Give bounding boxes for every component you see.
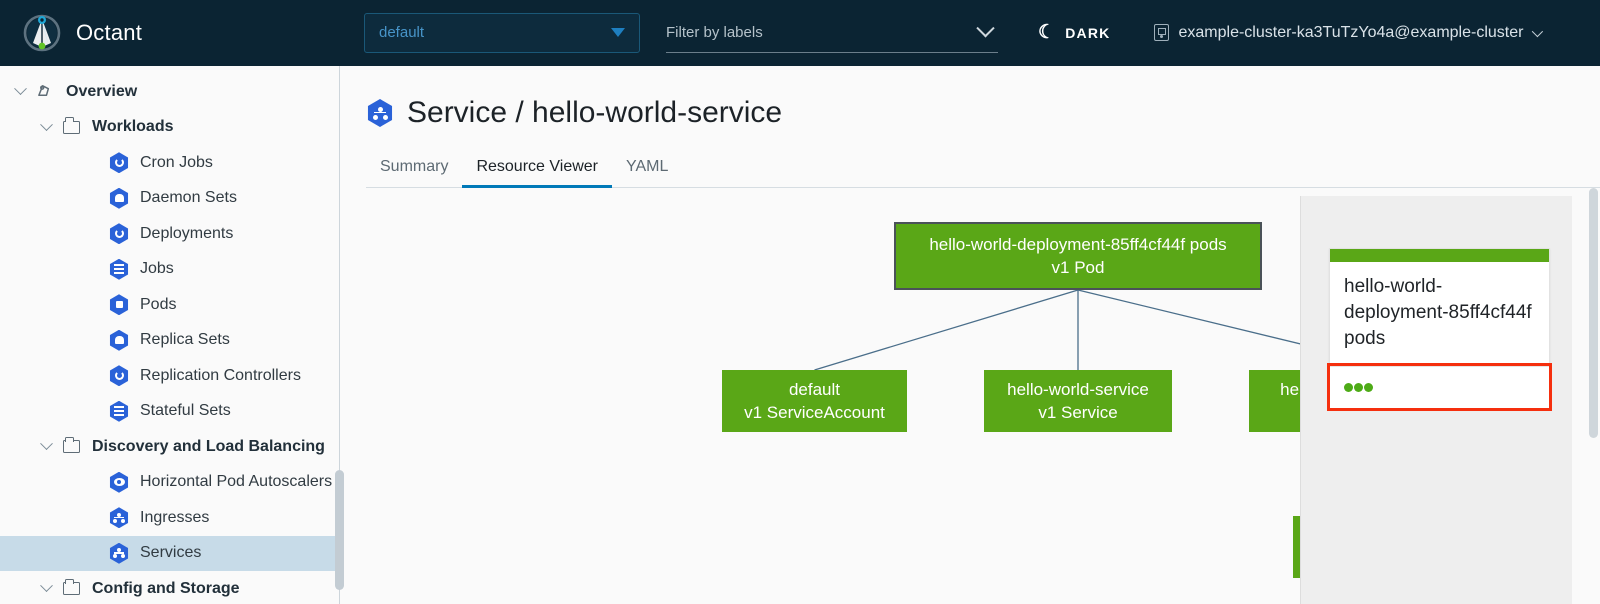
deployment-icon [106, 223, 132, 245]
tab-resource-viewer[interactable]: Resource Viewer [462, 152, 612, 188]
job-icon [106, 258, 132, 280]
sidebar-item-replication-controllers[interactable]: Replication Controllers [0, 358, 339, 394]
sidebar-item-overview[interactable]: Overview [0, 74, 339, 110]
main-scrollbar-track[interactable] [1586, 188, 1600, 604]
sidebar-item-label: Discovery and Load Balancing [92, 437, 325, 455]
sidebar-item-label: Replication Controllers [140, 366, 301, 384]
label-filter-input[interactable]: Filter by labels [666, 13, 998, 53]
sidebar-item-label: Ingresses [140, 508, 210, 526]
service-icon [106, 542, 132, 564]
graph-node-kind: v1 Pod [1051, 258, 1105, 277]
top-header: Octant default Filter by labels ☾ DARK e… [0, 0, 1600, 66]
detail-card[interactable]: hello-world-deployment-85ff4cf44f pods [1327, 248, 1552, 411]
main-scrollbar-thumb[interactable] [1589, 188, 1598, 438]
chevron-down-icon [976, 18, 995, 37]
graph-node-sa[interactable]: default v1 ServiceAccount [722, 370, 907, 432]
cluster-label: example-cluster-ka3TuTzYo4a@example-clus… [1178, 23, 1524, 41]
pod-icon [106, 294, 132, 316]
sidebar-item-label: Cron Jobs [140, 153, 213, 171]
tab-summary[interactable]: Summary [380, 158, 449, 175]
resource-graph[interactable]: hello-world-deployment-85ff4cf44f pods v1… [366, 196, 1567, 604]
sidebar-item-stateful-sets[interactable]: Stateful Sets [0, 394, 339, 430]
moon-icon: ☾ [1038, 22, 1057, 43]
theme-toggle-label: DARK [1065, 24, 1111, 41]
chevron-down-icon[interactable] [34, 118, 58, 132]
chevron-down-icon[interactable] [8, 82, 32, 96]
sidebar-item-label: Services [140, 544, 202, 562]
tab-bar: Summary Resource Viewer YAML [366, 152, 1600, 188]
sidebar-item-label: Replica Sets [140, 331, 230, 349]
detail-card-status-row[interactable] [1327, 363, 1552, 411]
ingress-icon [106, 507, 132, 529]
folder-icon [58, 578, 84, 596]
folder-icon [58, 117, 84, 134]
theme-toggle[interactable]: ☾ DARK [1038, 23, 1110, 42]
rc-icon [106, 365, 132, 387]
resource-viewer: hello-world-deployment-85ff4cf44f pods v1… [340, 188, 1600, 604]
sidebar-item-label: Horizontal Pod Autoscalers [140, 473, 333, 491]
namespace-value: default [379, 24, 425, 41]
chevron-down-icon [1532, 25, 1544, 37]
sidebar-item-label: Deployments [140, 224, 234, 242]
graph-node-kind: v1 Service [1038, 403, 1118, 422]
detail-card-accent-bar [1330, 249, 1549, 262]
daemonset-icon [106, 187, 132, 209]
page-title-text: Service / hello-world-service [407, 96, 783, 129]
brand-name: Octant [76, 19, 143, 45]
cronjob-icon [106, 152, 132, 174]
pod-status-dot[interactable] [1344, 383, 1353, 392]
hpa-icon [106, 471, 132, 493]
sidebar-item-deployments[interactable]: Deployments [0, 216, 339, 252]
pod-status-dot[interactable] [1354, 383, 1363, 392]
sidebar-item-label: Daemon Sets [140, 189, 237, 207]
sidebar-item-label: Config and Storage [92, 579, 240, 597]
sidebar-item-label: Pods [140, 295, 177, 313]
label-filter-placeholder: Filter by labels [666, 23, 763, 41]
sidebar-item-services[interactable]: Services [0, 535, 339, 571]
sidebar-item-label: Overview [66, 82, 138, 100]
sidebar-item-jobs[interactable]: Jobs [0, 252, 339, 288]
chevron-down-icon[interactable] [34, 579, 58, 593]
cluster-icon [1154, 24, 1170, 41]
octant-logo-icon [20, 11, 64, 55]
sidebar-item-label: Workloads [92, 118, 174, 136]
cluster-select[interactable]: example-cluster-ka3TuTzYo4a@example-clus… [1154, 23, 1544, 42]
sidebar-item-replica-sets[interactable]: Replica Sets [0, 323, 339, 359]
graph-edge [814, 289, 1079, 371]
sidebar-item-pods[interactable]: Pods [0, 287, 339, 323]
tab-yaml[interactable]: YAML [626, 158, 669, 175]
sidebar-scrollbar-thumb[interactable] [335, 470, 344, 590]
pod-status-dot[interactable] [1364, 383, 1373, 392]
detail-card-title: hello-world-deployment-85ff4cf44f pods [1344, 276, 1532, 349]
page-title: Service / hello-world-service [340, 66, 1600, 130]
caret-down-icon [611, 28, 625, 37]
graph-node-name: default [788, 380, 841, 399]
sidebar-item-config-and-storage[interactable]: Config and Storage [0, 571, 339, 604]
sidebar-item-ingresses[interactable]: Ingresses [0, 500, 339, 536]
folder-icon [58, 436, 84, 454]
sidebar-item-cron-jobs[interactable]: Cron Jobs [0, 145, 339, 181]
sidebar-item-daemon-sets[interactable]: Daemon Sets [0, 181, 339, 217]
namespace-select[interactable]: default [364, 12, 640, 53]
sidebar-item-discovery-and-load-balancing[interactable]: Discovery and Load Balancing [0, 429, 339, 465]
detail-panel: hello-world-deployment-85ff4cf44f pods [1300, 196, 1572, 604]
overview-icon [32, 83, 58, 100]
graph-node-pod[interactable]: hello-world-deployment-85ff4cf44f pods v1… [894, 222, 1262, 290]
sidebar-item-label: Stateful Sets [140, 402, 231, 420]
sidebar-item-label: Jobs [140, 260, 174, 278]
service-icon [367, 99, 393, 127]
sidebar-item-horizontal-pod-autoscalers[interactable]: Horizontal Pod Autoscalers [0, 465, 339, 501]
replicaset-icon [106, 329, 132, 351]
statefulset-icon [106, 400, 132, 422]
graph-node-kind: v1 ServiceAccount [744, 403, 885, 422]
chevron-down-icon[interactable] [34, 437, 58, 451]
graph-node-service[interactable]: hello-world-service v1 Service [984, 370, 1172, 432]
sidebar-item-workloads[interactable]: Workloads [0, 110, 339, 146]
graph-node-name: hello-world-deployment-85ff4cf44f pods [929, 235, 1227, 254]
brand[interactable]: Octant [0, 11, 340, 55]
main-content: Service / hello-world-service Summary Res… [340, 66, 1600, 604]
graph-node-name: hello-world-service [1007, 380, 1149, 399]
